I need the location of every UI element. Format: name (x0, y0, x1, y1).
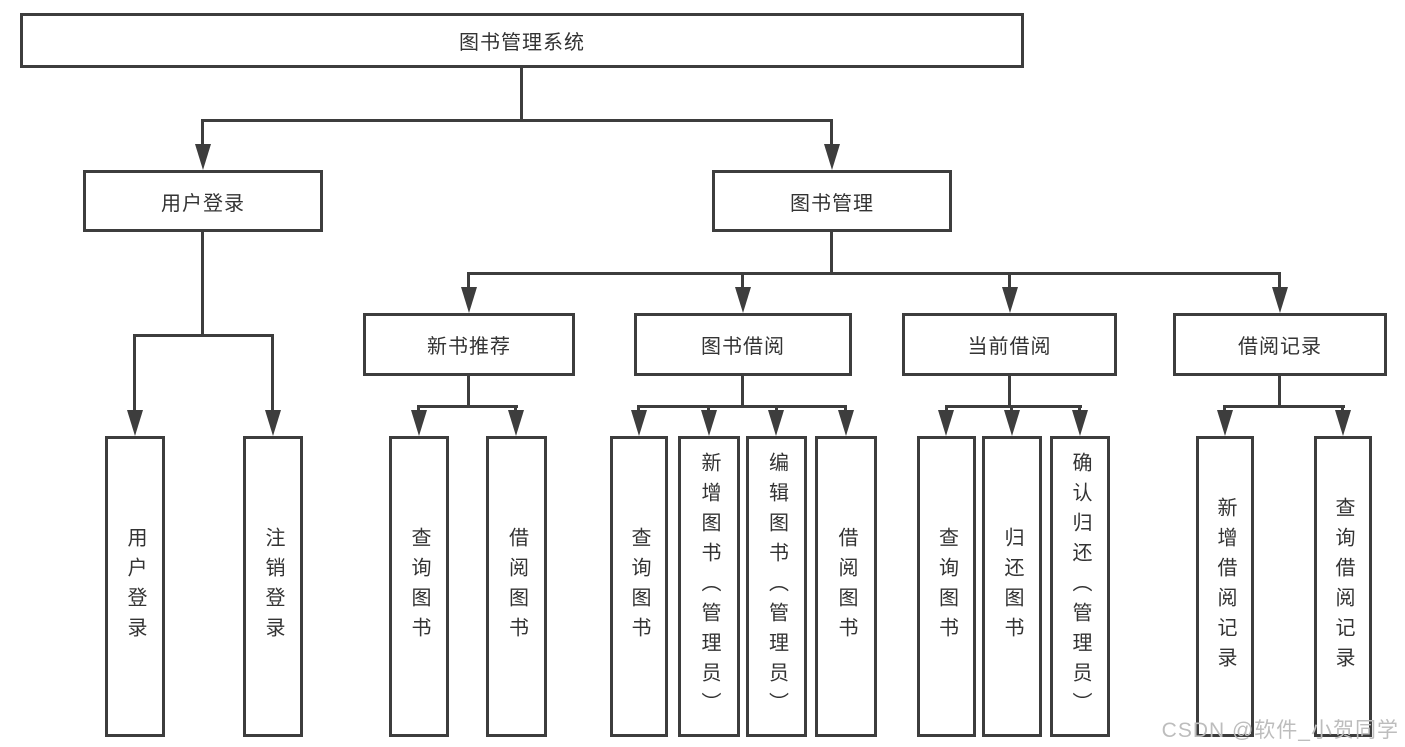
arrow-down (1004, 410, 1020, 436)
connector-line (637, 405, 640, 413)
connector-line (830, 119, 833, 146)
connector-line (467, 272, 470, 289)
connector-line (514, 405, 517, 413)
node-borrowing-records: 借阅记录 (1173, 313, 1387, 376)
connector-line (133, 334, 136, 412)
connector-line (418, 405, 518, 408)
arrow-down (938, 410, 954, 436)
node-label: 新增借阅记录 (1214, 496, 1236, 677)
node-leaf-user-login: 用户登录 (105, 436, 165, 737)
connector-line (271, 334, 274, 412)
node-label: 图书管理系统 (459, 32, 585, 54)
connector-line (1078, 405, 1081, 413)
connector-line (741, 376, 744, 407)
node-label: 借阅图书 (835, 526, 857, 647)
node-label: 图书管理 (790, 192, 874, 215)
arrow-down (127, 410, 143, 436)
connector-line (741, 272, 744, 289)
connector-line (775, 405, 778, 413)
node-library-management-system: 图书管理系统 (20, 13, 1024, 68)
node-book-management: 图书管理 (712, 170, 952, 232)
arrow-down (824, 144, 840, 170)
connector-line (1008, 376, 1011, 407)
connector-line (638, 405, 847, 408)
node-label: 编辑图书（管理员） (765, 451, 788, 722)
connector-line (1224, 405, 1345, 408)
node-label: 新增图书（管理员） (698, 451, 720, 722)
connector-line (945, 405, 1082, 408)
arrow-down (265, 410, 281, 436)
node-leaf-borrow-books: 借阅图书 (815, 436, 877, 737)
node-user-login: 用户登录 (83, 170, 323, 232)
connector-line (202, 119, 833, 122)
connector-line (417, 405, 420, 413)
node-leaf-borrow-books: 借阅图书 (486, 436, 547, 737)
node-leaf-query-books: 查询图书 (389, 436, 449, 737)
node-leaf-return-books: 归还图书 (982, 436, 1042, 737)
node-label: 用户登录 (124, 526, 146, 647)
node-label: 用户登录 (161, 192, 245, 215)
node-label: 图书借阅 (701, 336, 785, 358)
node-label: 新书推荐 (427, 336, 511, 358)
node-leaf-query-books: 查询图书 (917, 436, 976, 737)
node-leaf-query-books: 查询图书 (610, 436, 668, 737)
node-label: 确认归还（管理员） (1069, 451, 1091, 722)
connector-line (520, 68, 523, 121)
arrow-down (631, 410, 647, 436)
node-new-book-recommendation: 新书推荐 (363, 313, 575, 376)
arrow-down (735, 287, 751, 313)
node-label: 借阅图书 (505, 526, 528, 647)
arrow-down (1002, 287, 1018, 313)
connector-line (1223, 405, 1226, 413)
node-label: 查询图书 (408, 526, 430, 647)
arrow-down (461, 287, 477, 313)
node-leaf-add-books-admin: 新增图书（管理员） (678, 436, 740, 737)
connector-line (707, 405, 710, 413)
arrow-down (508, 410, 524, 436)
node-label: 归还图书 (1001, 526, 1023, 647)
node-leaf-add-borrow-record: 新增借阅记录 (1196, 436, 1254, 737)
node-leaf-query-borrow-record: 查询借阅记录 (1314, 436, 1372, 737)
node-leaf-confirm-return-admin: 确认归还（管理员） (1050, 436, 1110, 737)
node-leaf-edit-books-admin: 编辑图书（管理员） (746, 436, 807, 737)
arrow-down (195, 144, 211, 170)
arrow-down (701, 410, 717, 436)
connector-line (134, 334, 274, 337)
connector-line (844, 405, 847, 413)
connector-line (1010, 405, 1013, 413)
arrow-down (1072, 410, 1088, 436)
connector-line (468, 272, 1281, 275)
node-current-borrowing: 当前借阅 (902, 313, 1117, 376)
connector-line (830, 232, 833, 274)
node-book-borrowing: 图书借阅 (634, 313, 852, 376)
connector-line (1341, 405, 1344, 413)
csdn-watermark: CSDN @软件_小贺同学 (1161, 719, 1399, 742)
node-label: 注销登录 (262, 526, 284, 647)
connector-line (201, 119, 204, 146)
connector-line (1278, 376, 1281, 407)
connector-line (945, 405, 948, 413)
arrow-down (1335, 410, 1351, 436)
connector-line (1008, 272, 1011, 289)
node-label: 查询图书 (935, 526, 958, 647)
node-label: 查询图书 (628, 526, 650, 647)
node-label: 查询借阅记录 (1332, 496, 1354, 677)
node-leaf-logout: 注销登录 (243, 436, 303, 737)
connector-line (467, 376, 470, 407)
arrow-down (1217, 410, 1233, 436)
arrow-down (411, 410, 427, 436)
arrow-down (838, 410, 854, 436)
connector-line (201, 232, 204, 336)
node-label: 借阅记录 (1238, 336, 1322, 358)
node-label: 当前借阅 (967, 336, 1052, 358)
arrow-down (1272, 287, 1288, 313)
arrow-down (768, 410, 784, 436)
connector-line (1278, 272, 1281, 289)
